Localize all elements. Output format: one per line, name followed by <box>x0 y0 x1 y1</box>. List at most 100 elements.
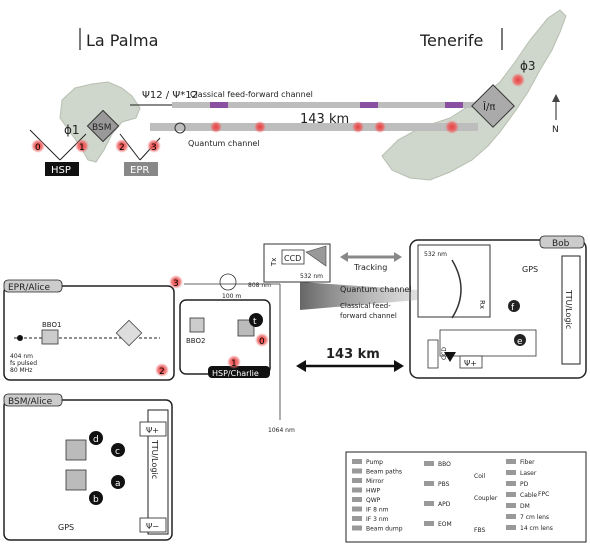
legend-col1-item-0: Pump <box>366 459 383 466</box>
map-det-0: 0 <box>35 143 41 153</box>
laser-404-3: 80 MHz <box>10 367 32 374</box>
classical-channel-label: Classical feed-forward channel <box>190 90 313 99</box>
nm1064-label: 1064 nm <box>268 427 295 434</box>
legend-fpc: FPC <box>538 491 549 498</box>
legend-col1-swatch-6 <box>352 516 362 521</box>
epr-alice-label: EPR/Alice <box>8 283 51 293</box>
legend-coupler: Coupler <box>474 495 498 502</box>
quantum-channel-setup: Quantum channel <box>340 285 412 294</box>
legend-coil: Coil <box>474 473 486 480</box>
legend-fbs: FBS <box>474 527 485 534</box>
ttu-bob-box <box>561 255 581 365</box>
det-a: a <box>115 479 121 489</box>
phi3-label: ϕ3 <box>520 59 536 73</box>
legend-col3-swatch-0 <box>506 459 516 464</box>
legend-col3-item-0: Fiber <box>520 459 535 466</box>
bsm-diamond <box>86 109 120 143</box>
legend-col1-swatch-4 <box>352 497 362 502</box>
legend-col1-swatch-0 <box>352 459 362 464</box>
det-t: t <box>253 317 257 327</box>
legend-col1-item-1: Beam paths <box>366 469 402 476</box>
laser-404-1: 404 nm <box>10 353 33 360</box>
hsp-charlie-label: HSP/Charlie <box>212 369 259 378</box>
legend-col2-swatch-2 <box>424 501 434 506</box>
legend-col3-item-2: PD <box>520 481 529 488</box>
legend-col3-swatch-3 <box>506 492 516 497</box>
legend-col3-swatch-6 <box>506 525 516 530</box>
epr-alice-box <box>3 285 175 381</box>
tenerife-label: Tenerife <box>419 31 483 50</box>
legend-col2-swatch-3 <box>424 521 434 526</box>
psi-plus-alice: Ψ+ <box>146 426 159 435</box>
la-palma-label: La Palma <box>86 31 158 50</box>
ccd2-label: CCD <box>441 347 448 360</box>
ttu-alice-label: TTU/Logic <box>150 439 159 479</box>
legend-col2-swatch-0 <box>424 461 434 466</box>
gps-alice: GPS <box>58 523 74 532</box>
legend-col1-swatch-5 <box>352 506 362 512</box>
det-e: e <box>517 337 523 347</box>
bsm-label: BSM <box>92 123 112 133</box>
laser-404-2: fs pulsed <box>10 360 37 367</box>
legend-col1-swatch-3 <box>352 487 362 493</box>
legend-col3-item-1: Laser <box>520 470 537 477</box>
setup-panel: Bob Rx 532 nm GPS TTU/Logic e f CCD Ψ+ T… <box>3 235 587 541</box>
det-3: 3 <box>173 279 179 289</box>
ttu-bob-label: TTU/Logic <box>564 289 573 329</box>
legend-col3-item-3: Cable <box>520 492 537 499</box>
legend-col3-swatch-1 <box>506 470 516 475</box>
epr-box <box>124 162 158 176</box>
legend-col1-swatch-2 <box>352 478 362 483</box>
bob-label: Bob <box>552 239 570 249</box>
hsp-label: HSP <box>51 165 71 176</box>
bbo1-label: BBO1 <box>42 321 61 329</box>
map-det-1: 1 <box>79 143 85 153</box>
legend-col3-swatch-5 <box>506 514 516 519</box>
det-2: 2 <box>159 367 165 377</box>
nm532-b: 532 nm <box>424 251 447 258</box>
legend-col2-item-1: PBS <box>438 481 450 488</box>
bbo2-label: BBO2 <box>186 337 205 345</box>
legend-col1-swatch-1 <box>352 468 362 474</box>
map-det-3: 3 <box>151 143 157 153</box>
rx-box <box>417 244 491 318</box>
map-distance: 143 km <box>300 112 349 127</box>
legend-col2-swatch-1 <box>424 481 434 486</box>
bsm-alice-box <box>3 399 173 541</box>
legend-col1-item-4: QWP <box>366 497 381 504</box>
legend-col1-item-7: Beam dump <box>366 526 403 533</box>
nm532-a: 532 nm <box>300 273 323 280</box>
map-panel: La Palma Tenerife Classical feed-forward… <box>29 9 567 181</box>
det-c: c <box>115 447 120 457</box>
legend-col1-swatch-7 <box>352 525 362 531</box>
map-det-2: 2 <box>119 143 125 153</box>
nm808-label: 808 nm <box>248 282 271 289</box>
legend-col2-item-2: APD <box>438 501 451 508</box>
quantum-channel-label: Quantum channel <box>188 139 260 148</box>
psi-minus-alice: Ψ− <box>146 522 159 531</box>
legend-col1-item-2: Mirror <box>366 478 384 485</box>
legend-col3-item-6: 14 cm lens <box>520 525 553 532</box>
det-0: 0 <box>259 337 265 347</box>
hsp-box <box>45 162 79 176</box>
laser-icon <box>17 335 23 341</box>
legend-col3-swatch-4 <box>506 503 516 508</box>
svg-text:N: N <box>552 125 559 135</box>
legend-col2-item-3: EOM <box>438 521 452 528</box>
gps-bob: GPS <box>522 265 538 274</box>
legend-col1-item-6: IF 3 nm <box>366 516 389 523</box>
legend-col3-swatch-2 <box>506 481 516 486</box>
bob-box <box>409 239 587 379</box>
setup-distance: 143 km <box>326 347 380 362</box>
legend-col3-item-5: 7 cm lens <box>520 514 549 521</box>
det-d: d <box>93 435 99 445</box>
tx-label: Tx <box>270 258 278 267</box>
tenerife-op-diamond <box>471 84 515 128</box>
classical-line2: forward channel <box>340 312 397 320</box>
psi-label: Ψ12 / Ψ*12 <box>142 90 198 101</box>
psi-plus-bob: Ψ+ <box>464 359 477 368</box>
tracking-label: Tracking <box>353 263 387 272</box>
det-1: 1 <box>231 359 237 369</box>
